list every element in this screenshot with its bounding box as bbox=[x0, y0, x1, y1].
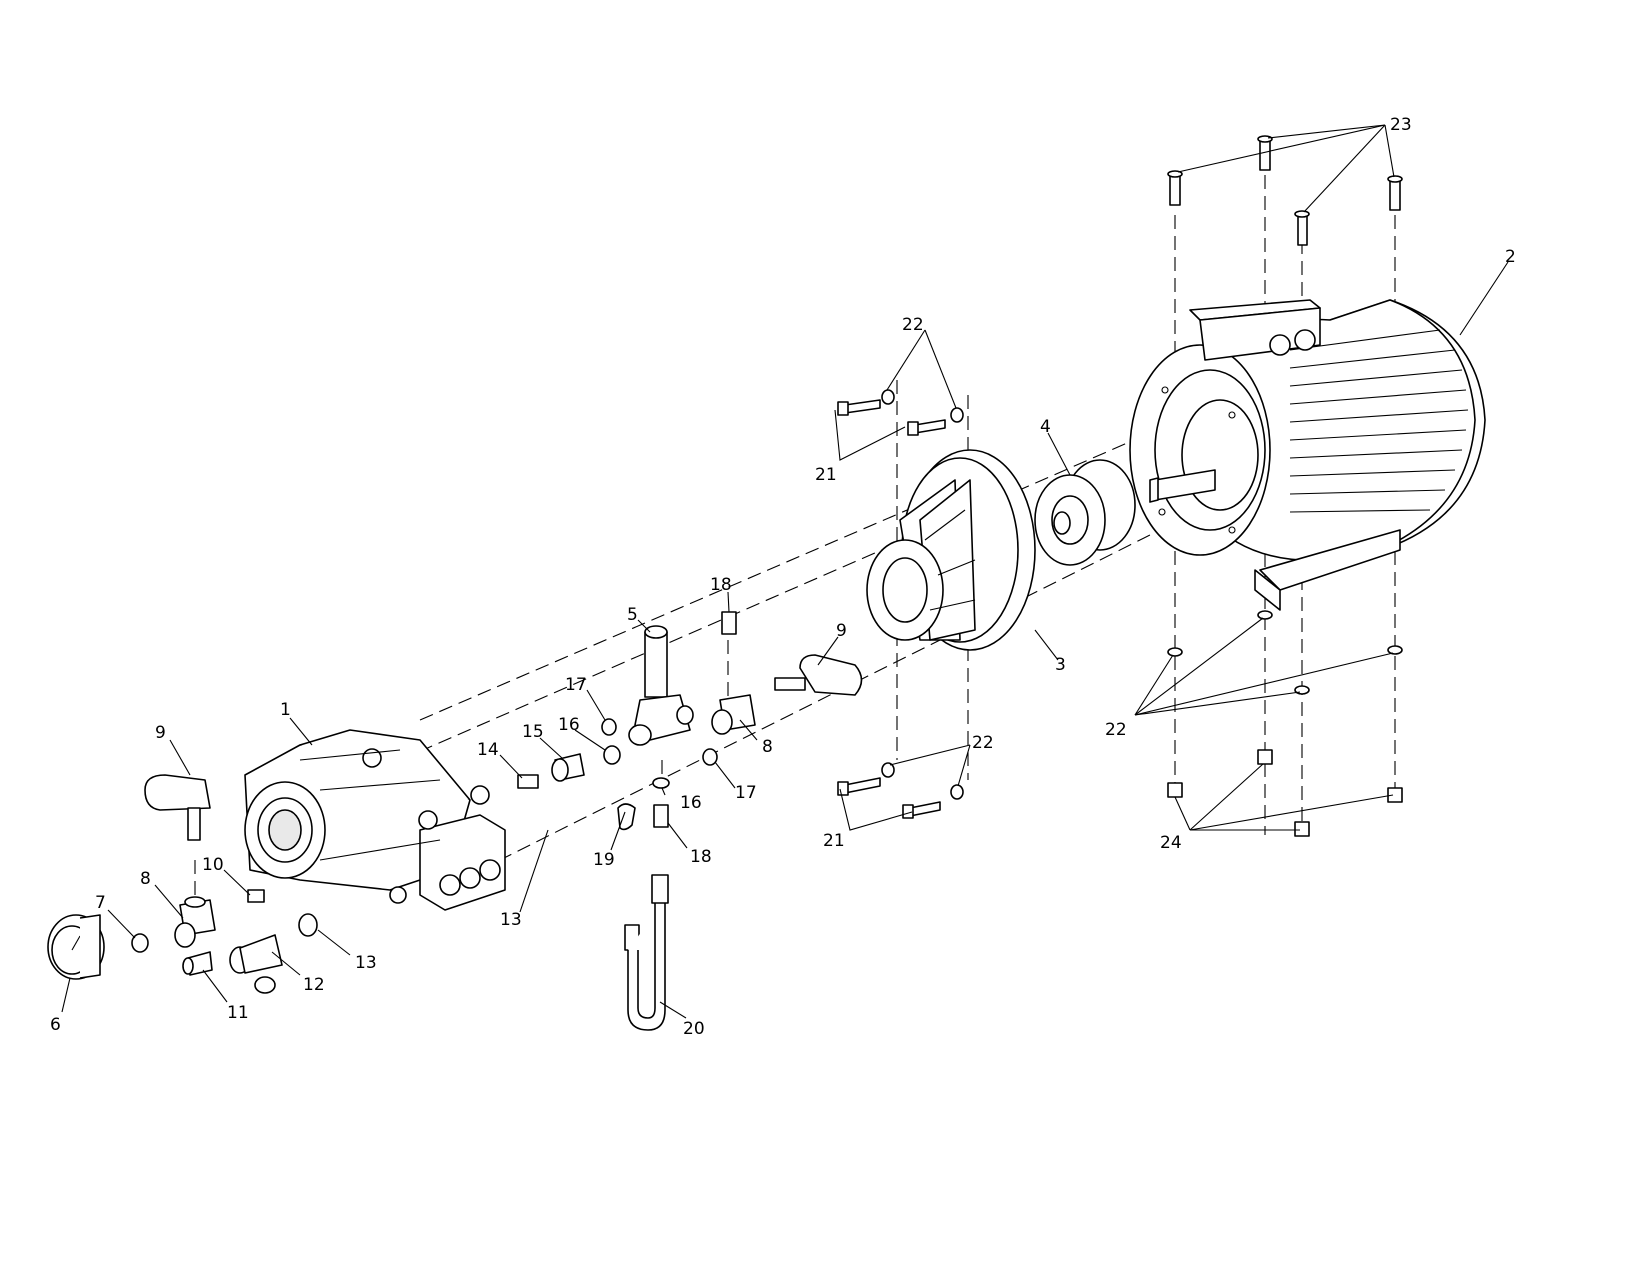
callout-4: 4 bbox=[1040, 417, 1051, 437]
motor-washers bbox=[1167, 610, 1403, 695]
callout-19: 19 bbox=[593, 850, 615, 870]
callout-7: 7 bbox=[95, 893, 106, 913]
hose-barb bbox=[182, 951, 213, 976]
callout-9-right: 9 bbox=[836, 621, 847, 641]
callout-22-upper: 22 bbox=[902, 315, 924, 335]
callout-21-upper: 21 bbox=[815, 465, 837, 485]
unloader-valve bbox=[628, 625, 694, 746]
callout-13-upper: 13 bbox=[500, 910, 522, 930]
callout-22-right: 22 bbox=[1105, 720, 1127, 740]
cap-17-left bbox=[601, 718, 617, 736]
callout-14: 14 bbox=[477, 740, 499, 760]
callout-15: 15 bbox=[522, 722, 544, 742]
motor-nuts bbox=[1167, 749, 1403, 837]
electric-motor bbox=[1129, 299, 1486, 611]
shaft-coupling bbox=[1034, 459, 1136, 566]
nipple-18-lower bbox=[653, 804, 669, 828]
callout-16-left: 16 bbox=[558, 715, 580, 735]
callout-12: 12 bbox=[303, 975, 325, 995]
tee-fitting-left bbox=[174, 896, 216, 948]
plug-10 bbox=[247, 889, 265, 903]
callout-13-lower: 13 bbox=[355, 953, 377, 973]
callout-11: 11 bbox=[227, 1003, 249, 1023]
callout-21-lower: 21 bbox=[823, 831, 845, 851]
nipple-18-top bbox=[721, 611, 737, 635]
callout-2: 2 bbox=[1505, 247, 1516, 267]
fitting-13-lower bbox=[298, 913, 318, 937]
gauge-fitting bbox=[131, 933, 149, 953]
housing-bolts bbox=[837, 389, 964, 819]
callout-8-right: 8 bbox=[762, 737, 773, 757]
cap-17-right bbox=[702, 748, 718, 766]
washer-16-right bbox=[652, 777, 670, 789]
leader-lines bbox=[61, 124, 1509, 1019]
callout-17-left: 17 bbox=[565, 675, 587, 695]
pressure-gauge bbox=[47, 914, 105, 980]
elbow-19 bbox=[617, 803, 636, 831]
part-callouts: 1 2 3 4 5 6 7 8 8 9 9 10 11 12 13 13 14 … bbox=[50, 115, 1516, 1039]
fitting-14 bbox=[517, 774, 539, 789]
tee-fitting-right bbox=[711, 694, 756, 735]
callout-8-left: 8 bbox=[140, 869, 151, 889]
callout-3: 3 bbox=[1055, 655, 1066, 675]
motor-bolts bbox=[1167, 135, 1403, 246]
callout-24: 24 bbox=[1160, 833, 1182, 853]
callout-5: 5 bbox=[627, 605, 638, 625]
callout-10: 10 bbox=[202, 855, 224, 875]
pressure-knob-right bbox=[774, 654, 863, 696]
callout-6: 6 bbox=[50, 1015, 61, 1035]
callout-23: 23 bbox=[1390, 115, 1412, 135]
callout-20: 20 bbox=[683, 1019, 705, 1039]
fitting-15 bbox=[551, 753, 585, 782]
callout-9-left: 9 bbox=[155, 723, 166, 743]
bypass-hose bbox=[624, 874, 669, 1031]
bell-housing bbox=[866, 449, 1036, 651]
pump-body bbox=[244, 729, 506, 911]
callout-17-right: 17 bbox=[735, 783, 757, 803]
callout-22-lower: 22 bbox=[972, 733, 994, 753]
callout-18-top: 18 bbox=[710, 575, 732, 595]
callout-18-lower: 18 bbox=[690, 847, 712, 867]
callout-16-right: 16 bbox=[680, 793, 702, 813]
pressure-knob-left bbox=[144, 774, 211, 841]
inlet-fitting bbox=[229, 934, 283, 994]
washer-16-left bbox=[603, 745, 621, 765]
callout-1: 1 bbox=[280, 700, 291, 720]
